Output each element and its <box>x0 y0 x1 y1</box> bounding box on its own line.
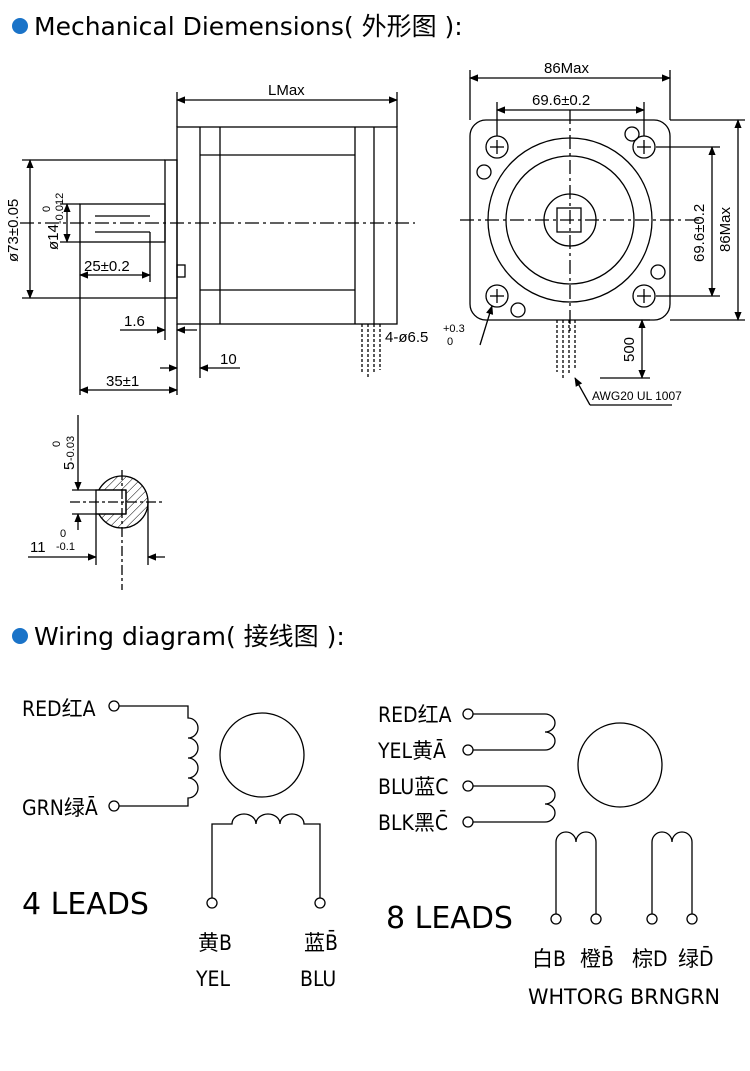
key-width-tol-upper: 0 <box>51 441 63 447</box>
eight-leads-bottom-4: 绿D̄ <box>678 946 714 971</box>
length-label: LMax <box>268 82 305 99</box>
mechanical-heading-text: Mechanical Diemensions( 外形图 ): <box>34 12 463 41</box>
front-view-dimensions <box>469 70 745 406</box>
section-depth-tol-upper: 0 <box>60 528 66 540</box>
shaft-length-label: 35±1 <box>106 373 139 390</box>
eight-leads-terminal-4: BLK黑C̄ <box>378 810 448 835</box>
section-depth-tol-lower: -0.1 <box>56 541 75 553</box>
bullet-icon <box>12 628 28 644</box>
shaft-cross-section <box>28 415 165 590</box>
lead-length-label: 500 <box>621 337 638 362</box>
four-leads-terminal-b-bar-cn: 蓝B̄ <box>304 930 338 955</box>
mounting-holes-tol-upper: +0.3 <box>443 323 465 335</box>
flange-step-label: 1.6 <box>124 313 145 330</box>
eight-leads-terminal-2: YEL黄Ā <box>377 739 446 763</box>
eight-leads-title: 8 LEADS <box>386 901 513 936</box>
mounting-holes-tol-lower: 0 <box>447 336 453 348</box>
wire-spec-label: AWG20 UL 1007 <box>592 389 682 403</box>
eight-leads-bottom-1: 白B <box>532 947 566 971</box>
overall-height-label: 86Max <box>717 206 734 252</box>
motor-front-view <box>460 110 700 378</box>
shaft-flat-length-label: 25±0.2 <box>84 258 130 275</box>
four-leads-terminal-b-cn: 黄B <box>198 931 232 955</box>
eight-leads-bottom-3: 棕D <box>632 947 668 971</box>
four-leads-terminal-b-bar-en: BLU <box>300 967 336 991</box>
rotor-circle <box>219 712 305 798</box>
section-depth-label: 11 <box>30 539 46 556</box>
hole-pitch-horizontal-label: 69.6±0.2 <box>532 92 590 109</box>
mechanical-dimensions-heading: Mechanical Diemensions( 外形图 ): <box>12 12 463 42</box>
shaft-diameter-label: ø14 <box>45 224 62 250</box>
overall-width-label: 86Max <box>544 60 590 77</box>
four-leads-terminal-b-en: YEL <box>195 967 230 991</box>
eight-leads-bottom-2: 橙B̄ <box>580 946 614 971</box>
key-width-tol-lower: -0.03 <box>65 436 77 461</box>
motor-side-view <box>20 126 415 378</box>
four-leads-terminal-a-bar: GRN绿Ā <box>22 796 98 820</box>
eight-leads-terminal-1: RED红A <box>378 703 452 727</box>
four-leads-title: 4 LEADS <box>22 887 149 922</box>
eight-leads-bottom-en: WHTORG BRNGRN <box>528 985 720 1009</box>
eight-leads-diagram <box>462 708 698 925</box>
hole-pitch-vertical-label: 69.6±0.2 <box>691 204 708 262</box>
flange-diameter-label: ø73±0.05 <box>5 199 22 262</box>
eight-leads-terminal-3: BLU蓝C <box>378 775 448 799</box>
side-view-dimensions <box>22 92 398 395</box>
bullet-icon <box>12 18 28 34</box>
key-width-label: 5 <box>61 462 78 470</box>
flange-thickness-label: 10 <box>220 351 237 368</box>
four-leads-diagram <box>108 700 326 909</box>
wiring-heading-text: Wiring diagram( 接线图 ): <box>34 622 345 651</box>
rotor-circle <box>577 722 663 808</box>
shaft-diameter-tol-upper: 0 <box>41 206 53 212</box>
mounting-holes-label: 4-ø6.5 <box>385 329 428 346</box>
four-leads-terminal-a: RED红A <box>22 697 96 721</box>
shaft-diameter-tol-lower: -0.012 <box>54 193 66 224</box>
wiring-diagram-heading: Wiring diagram( 接线图 ): <box>12 622 345 652</box>
